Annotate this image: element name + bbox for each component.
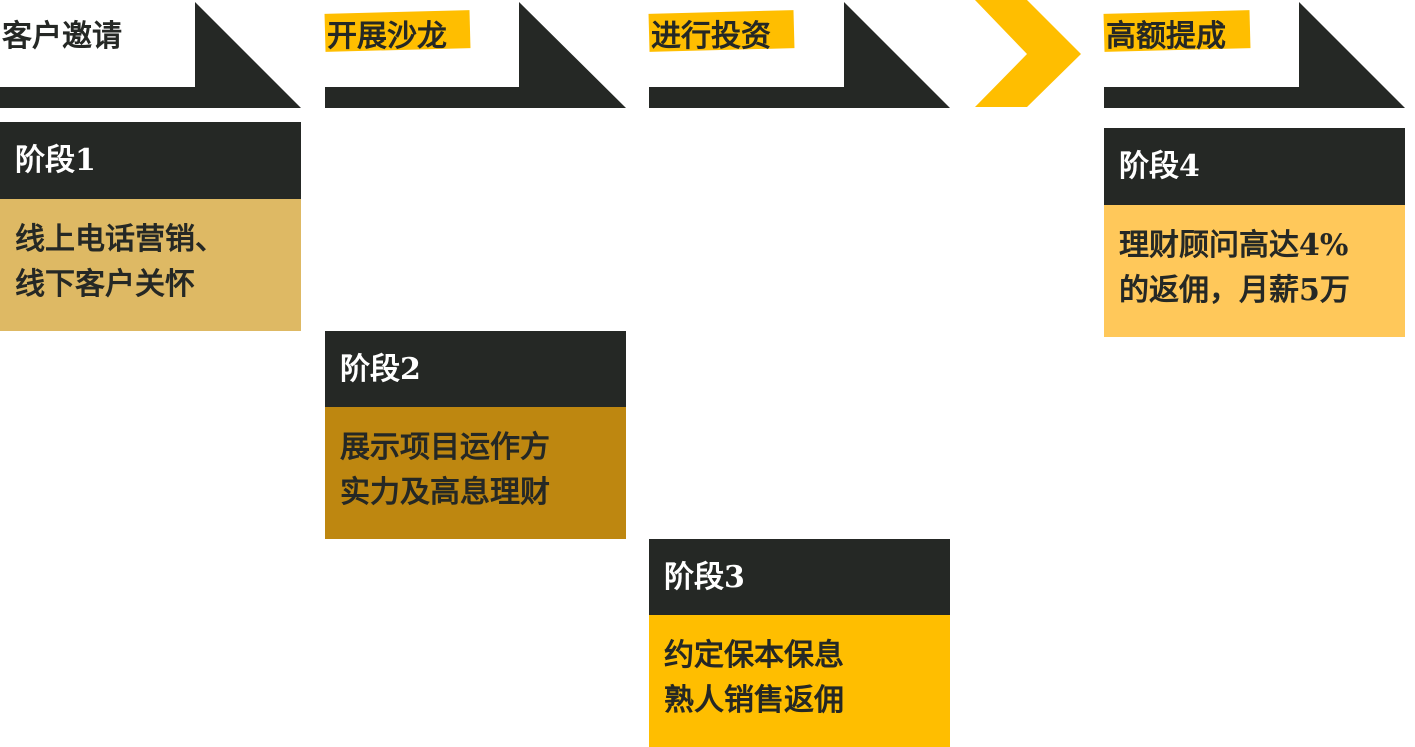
stage-description: 理财顾问高达4%的返佣，月薪5万 (1104, 205, 1405, 337)
arrow-shape (649, 2, 950, 108)
column-stage-4: 高额提成 阶段4 理财顾问高达4%的返佣，月薪5万 (1103, 0, 1405, 747)
arrow-shape (0, 2, 301, 108)
stage-label: 阶段3 (649, 539, 950, 616)
stage-label: 阶段4 (1104, 128, 1405, 205)
column-title: 客户邀请 (2, 19, 122, 54)
column-stage-3: 进行投资 阶段3 约定保本保息熟人销售返佣 (648, 0, 950, 747)
stage-label: 阶段1 (0, 122, 301, 199)
stage-description: 展示项目运作方实力及高息理财 (325, 407, 626, 539)
arrow-shape (325, 2, 626, 108)
stage-label: 阶段2 (325, 331, 626, 408)
stage-description: 约定保本保息熟人销售返佣 (649, 615, 950, 747)
column-stage-2: 开展沙龙 阶段2 展示项目运作方实力及高息理财 (324, 0, 626, 747)
column-title: 开展沙龙 (327, 19, 447, 54)
column-title: 进行投资 (651, 19, 771, 54)
column-title: 高额提成 (1106, 19, 1226, 54)
stage-description: 线上电话营销、线下客户关怀 (0, 199, 301, 331)
column-stage-1: 客户邀请 阶段1 线上电话营销、线下客户关怀 (0, 0, 301, 747)
chevron-right-icon (975, 0, 1081, 107)
arrow-shape (1104, 2, 1405, 108)
